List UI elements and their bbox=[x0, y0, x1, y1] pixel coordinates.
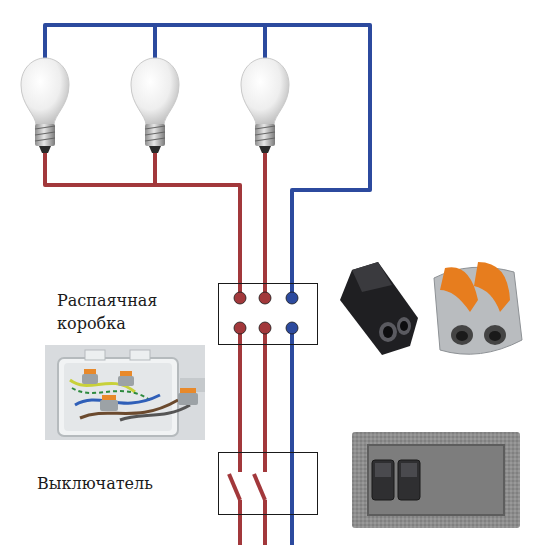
junction-box: Распаячная коробка bbox=[218, 283, 318, 345]
neutral-wire bbox=[45, 25, 370, 545]
box-label: Распаячная коробка bbox=[57, 289, 207, 335]
push-in-connector bbox=[340, 262, 418, 355]
light-bulb bbox=[21, 58, 69, 153]
terminal-dot bbox=[234, 292, 298, 334]
light-bulb bbox=[241, 58, 289, 153]
junction-box-photo bbox=[45, 345, 205, 440]
switch-box: Выключатель bbox=[218, 452, 318, 515]
box-label: Выключатель bbox=[37, 472, 207, 495]
wire-connector bbox=[263, 345, 267, 452]
light-bulb bbox=[131, 58, 179, 153]
switch-photo bbox=[352, 432, 520, 528]
wire-connector bbox=[290, 345, 294, 452]
wire-connector bbox=[238, 345, 242, 452]
lever-connector bbox=[434, 262, 522, 354]
